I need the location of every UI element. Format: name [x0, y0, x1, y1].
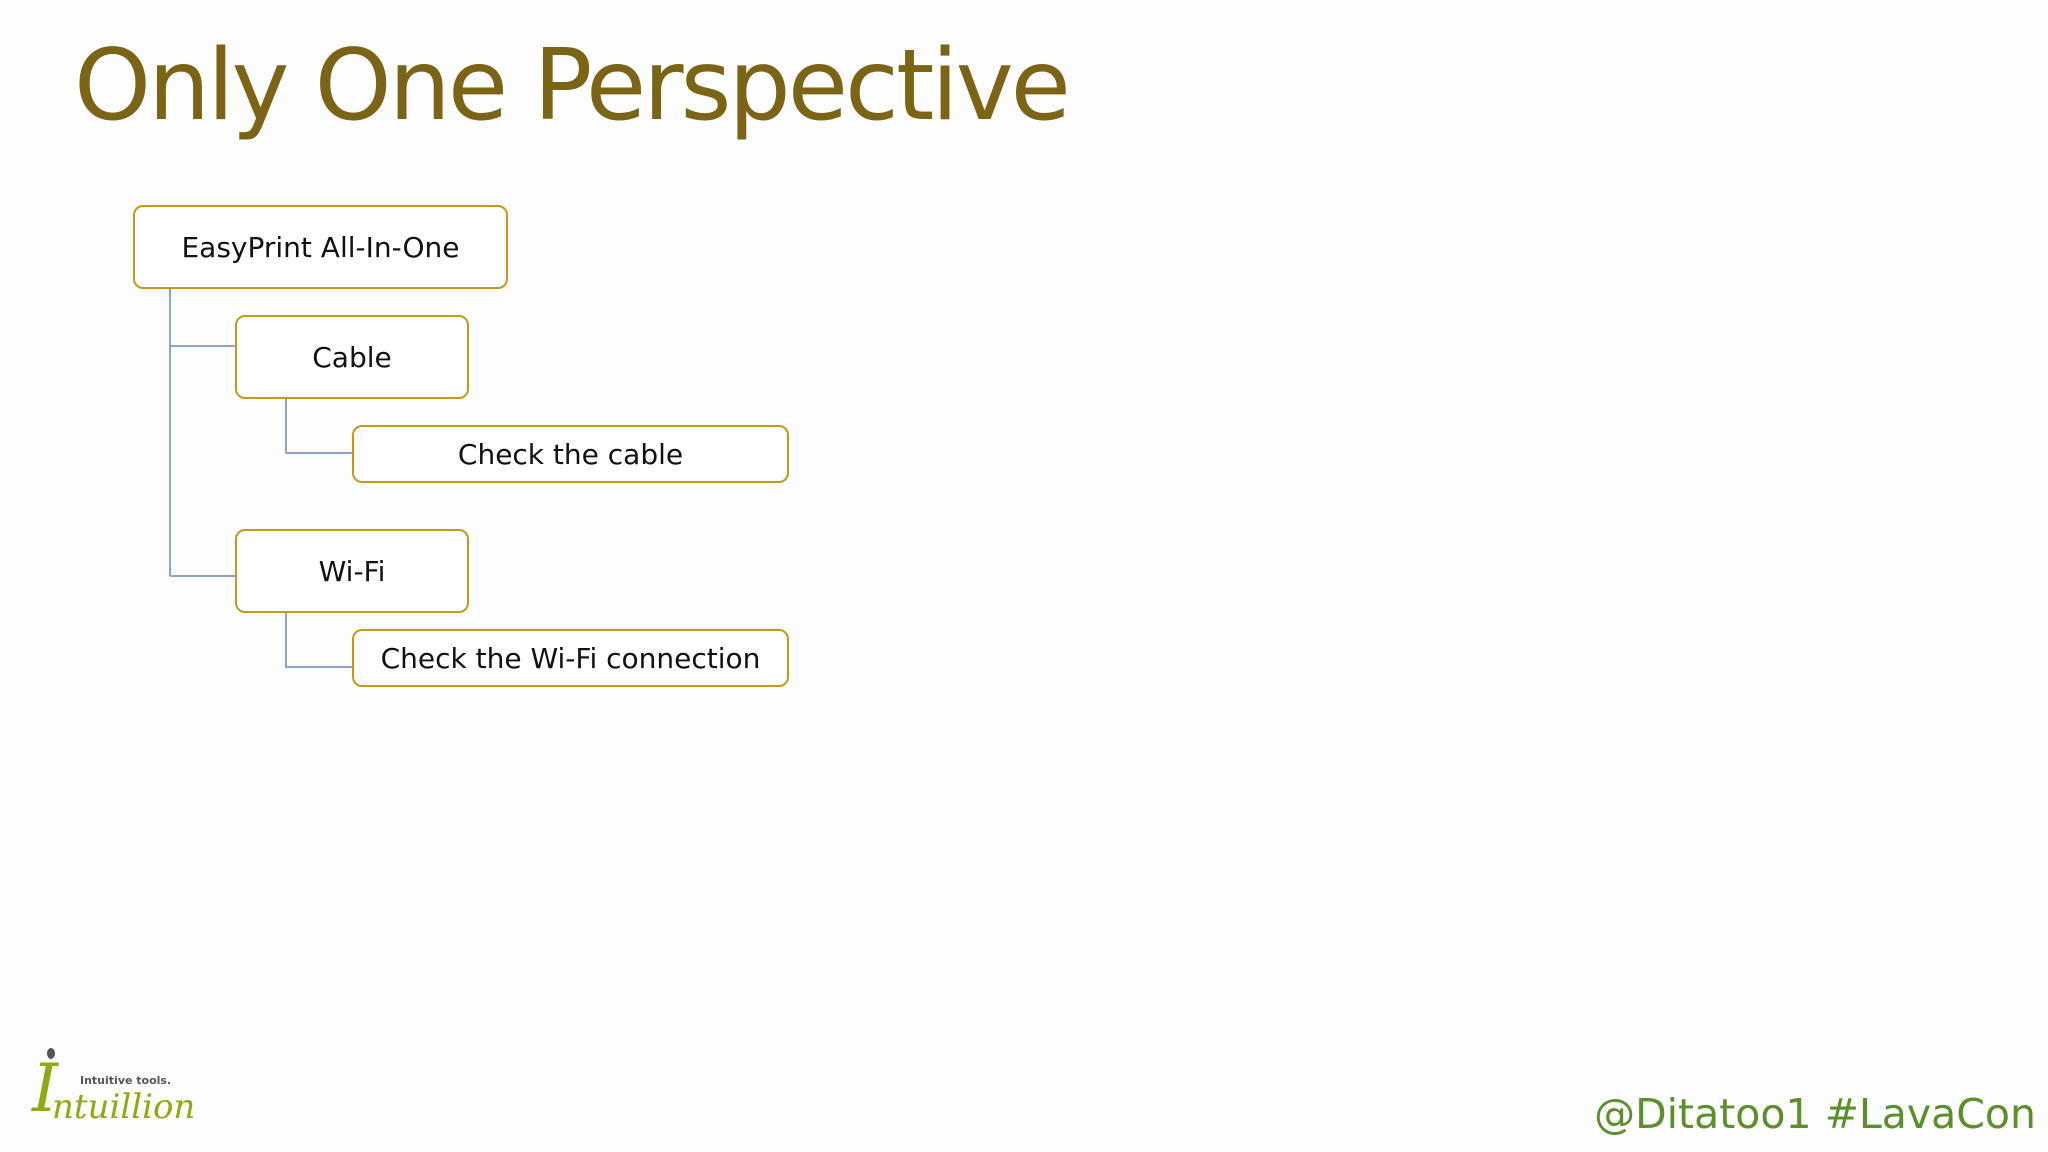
slide-title: Only One Perspective — [74, 29, 1071, 143]
logo-initial: I — [32, 1050, 59, 1127]
tree-node-cable: Cable — [235, 315, 469, 399]
logo-tagline: Intuitive tools. — [80, 1074, 172, 1087]
connector-cable-to-check — [285, 399, 352, 454]
tree-node-check-cable: Check the cable — [352, 425, 789, 483]
tree-node-check-wifi: Check the Wi-Fi connection — [352, 629, 789, 687]
logo-dot-icon — [47, 1048, 55, 1059]
connector-wifi-to-check — [285, 613, 352, 668]
logo-wordmark: ntuillion — [52, 1087, 196, 1127]
tree-node-root: EasyPrint All-In-One — [133, 205, 508, 289]
intuillion-logo: Intuitive tools. I ntuillion — [30, 1044, 195, 1134]
tree-node-wifi: Wi-Fi — [235, 529, 469, 613]
footer-handle: @Ditatoo1 #LavaCon — [1594, 1090, 2036, 1138]
